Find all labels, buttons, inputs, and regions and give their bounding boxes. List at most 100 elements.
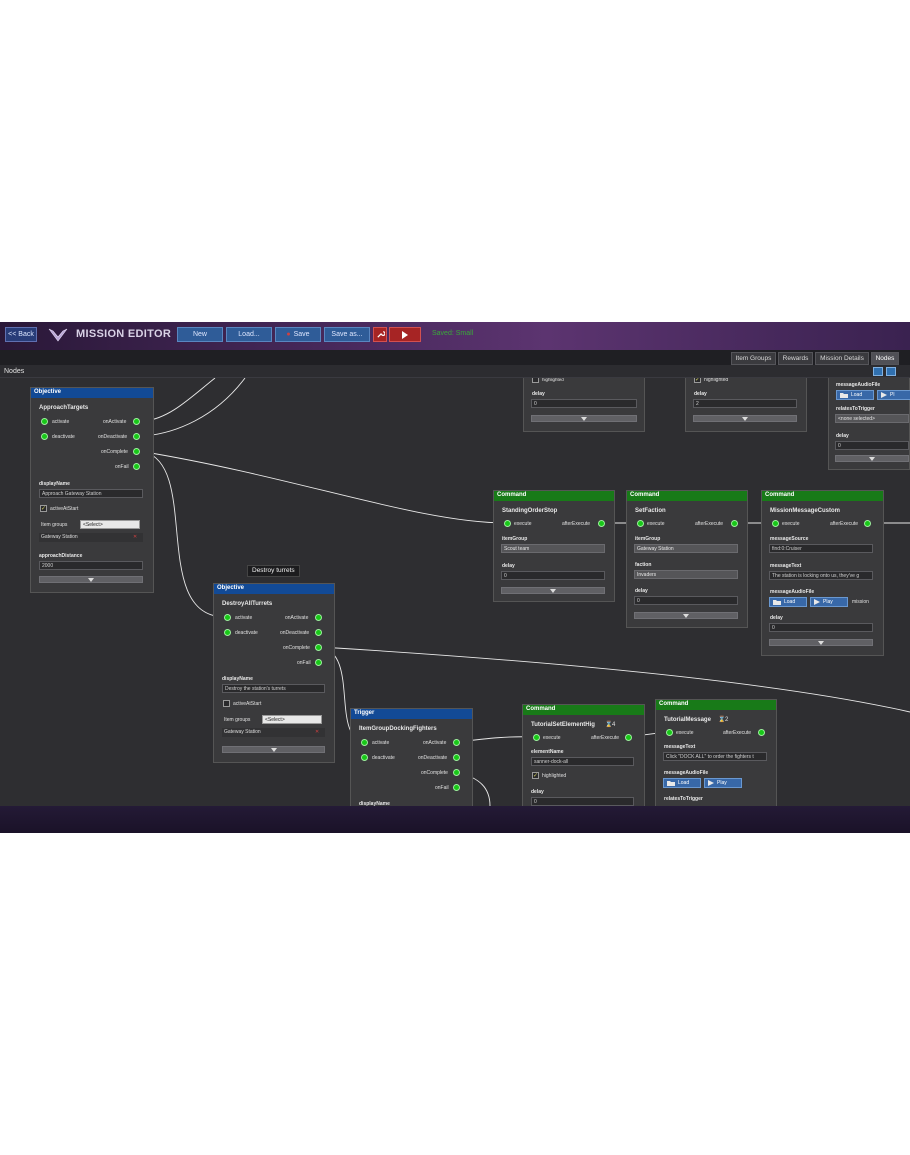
port-deactivate[interactable] — [361, 754, 368, 761]
node-set-faction[interactable]: Command SetFaction execute afterExecute … — [626, 490, 748, 628]
node-top-b[interactable]: ✓ highlighted delay 2 — [685, 378, 807, 432]
highlighted-checkbox[interactable]: ✓ — [532, 772, 539, 779]
wrench-button[interactable] — [373, 327, 387, 342]
play-button[interactable] — [389, 327, 421, 342]
port-on-complete[interactable] — [315, 644, 322, 651]
delay-field[interactable]: 0 — [835, 441, 909, 450]
display-name-field[interactable]: Destroy the station's turrets — [222, 684, 325, 693]
expand-toggle[interactable] — [769, 639, 873, 646]
expand-toggle[interactable] — [39, 576, 143, 583]
port-execute[interactable] — [533, 734, 540, 741]
load-audio-button[interactable]: Load — [836, 390, 874, 400]
port-on-fail[interactable] — [133, 463, 140, 470]
load-button[interactable]: Load... — [226, 327, 272, 342]
port-deactivate[interactable] — [41, 433, 48, 440]
delay-field[interactable]: 0 — [769, 623, 873, 632]
approach-distance-field[interactable]: 2000 — [39, 561, 143, 570]
status-text: Saved: Small — [432, 330, 474, 337]
highlighted-checkbox[interactable]: ✓ — [694, 378, 701, 383]
expand-toggle[interactable] — [501, 587, 605, 594]
save-button[interactable]: ●Save — [275, 327, 321, 342]
port-after-execute[interactable] — [758, 729, 765, 736]
node-item-group-docking-fighters[interactable]: Trigger ItemGroupDockingFighters activat… — [350, 708, 473, 806]
port-on-complete[interactable] — [453, 769, 460, 776]
node-destroy-all-turrets[interactable]: Objective DestroyAllTurrets activate onA… — [213, 583, 335, 763]
tab-item-groups[interactable]: Item Groups — [731, 352, 776, 365]
port-execute[interactable] — [637, 520, 644, 527]
node-approach-targets[interactable]: Objective ApproachTargets activate onAct… — [30, 387, 154, 593]
item-group-dropdown[interactable]: Scout team — [501, 544, 605, 553]
active-at-start-checkbox[interactable] — [223, 700, 230, 707]
expand-toggle[interactable] — [531, 415, 637, 422]
save-as-button[interactable]: Save as... — [324, 327, 370, 342]
port-after-execute[interactable] — [864, 520, 871, 527]
item-groups-dropdown[interactable]: <Select> — [80, 520, 140, 529]
port-on-activate[interactable] — [453, 739, 460, 746]
port-label: deactivate — [235, 630, 258, 636]
node-tutorial-set-element[interactable]: Command TutorialSetElementHig ⌛ 4 execut… — [522, 704, 645, 806]
node-mission-message-custom[interactable]: Command MissionMessageCustom execute aft… — [761, 490, 884, 656]
play-audio-button[interactable]: Play — [810, 597, 848, 607]
node-header: Command — [523, 705, 644, 715]
port-after-execute[interactable] — [625, 734, 632, 741]
port-on-complete[interactable] — [133, 448, 140, 455]
message-text-field[interactable]: The station is locking onto us, they've … — [769, 571, 873, 580]
port-on-deactivate[interactable] — [315, 629, 322, 636]
port-on-deactivate[interactable] — [453, 754, 460, 761]
port-activate[interactable] — [361, 739, 368, 746]
expand-toggle[interactable] — [222, 746, 325, 753]
load-audio-button[interactable]: Load — [769, 597, 807, 607]
minimize-icon[interactable] — [873, 367, 883, 376]
item-groups-dropdown[interactable]: <Select> — [262, 715, 322, 724]
port-on-deactivate[interactable] — [133, 433, 140, 440]
port-after-execute[interactable] — [598, 520, 605, 527]
delay-field[interactable]: 2 — [693, 399, 797, 408]
port-on-activate[interactable] — [133, 418, 140, 425]
node-top-c[interactable]: messageAudioFile Load Pl relatesToTrigge… — [828, 378, 910, 470]
tab-mission-details[interactable]: Mission Details — [815, 352, 869, 365]
delay-field[interactable]: 0 — [501, 571, 605, 580]
node-tutorial-message[interactable]: Command TutorialMessage ⌛ 2 execute afte… — [655, 699, 777, 806]
port-on-fail[interactable] — [453, 784, 460, 791]
remove-icon[interactable]: ✕ — [315, 729, 320, 735]
message-source-field[interactable]: find:0:Cruiser — [769, 544, 873, 553]
node-top-a[interactable]: highlighted delay 0 — [523, 378, 645, 432]
expand-toggle[interactable] — [835, 455, 909, 462]
active-at-start-checkbox[interactable]: ✓ — [40, 505, 47, 512]
item-group-dropdown[interactable]: Gateway Station — [634, 544, 738, 553]
delay-field[interactable]: 0 — [531, 399, 637, 408]
maximize-icon[interactable] — [886, 367, 896, 376]
port-execute[interactable] — [772, 520, 779, 527]
new-button[interactable]: New — [177, 327, 223, 342]
port-deactivate[interactable] — [224, 629, 231, 636]
element-name-field[interactable]: sanner-dock-all — [531, 757, 634, 766]
expand-toggle[interactable] — [634, 612, 738, 619]
item-group-label: itemGroup — [502, 536, 528, 542]
remove-icon[interactable]: ✕ — [133, 534, 138, 540]
faction-dropdown[interactable]: Invaders — [634, 570, 738, 579]
port-on-fail[interactable] — [315, 659, 322, 666]
tab-rewards[interactable]: Rewards — [778, 352, 813, 365]
node-canvas[interactable]: highlighted delay 0 ✓ highlighted delay … — [0, 378, 910, 806]
trigger-dropdown[interactable]: <none selected> — [835, 414, 909, 423]
back-button[interactable]: << Back — [5, 327, 37, 342]
port-activate[interactable] — [224, 614, 231, 621]
node-standing-order-stop[interactable]: Command StandingOrderStop execute afterE… — [493, 490, 615, 602]
port-on-activate[interactable] — [315, 614, 322, 621]
expand-toggle[interactable] — [693, 415, 797, 422]
message-text-field[interactable]: Click "DOCK ALL" to order the fighters t — [663, 752, 767, 761]
delay-field[interactable]: 0 — [634, 596, 738, 605]
port-activate[interactable] — [41, 418, 48, 425]
display-name-field[interactable]: Approach Gateway Station — [39, 489, 143, 498]
item-groups-label: Item groups — [224, 717, 251, 723]
highlighted-checkbox[interactable] — [532, 378, 539, 383]
port-execute[interactable] — [504, 520, 511, 527]
message-source-label: messageSource — [770, 536, 809, 542]
play-audio-button[interactable]: Pl — [877, 390, 910, 400]
port-execute[interactable] — [666, 729, 673, 736]
delay-field[interactable]: 0 — [531, 797, 634, 806]
tab-nodes[interactable]: Nodes — [871, 352, 899, 365]
port-after-execute[interactable] — [731, 520, 738, 527]
load-audio-button[interactable]: Load — [663, 778, 701, 788]
play-audio-button[interactable]: Play — [704, 778, 742, 788]
